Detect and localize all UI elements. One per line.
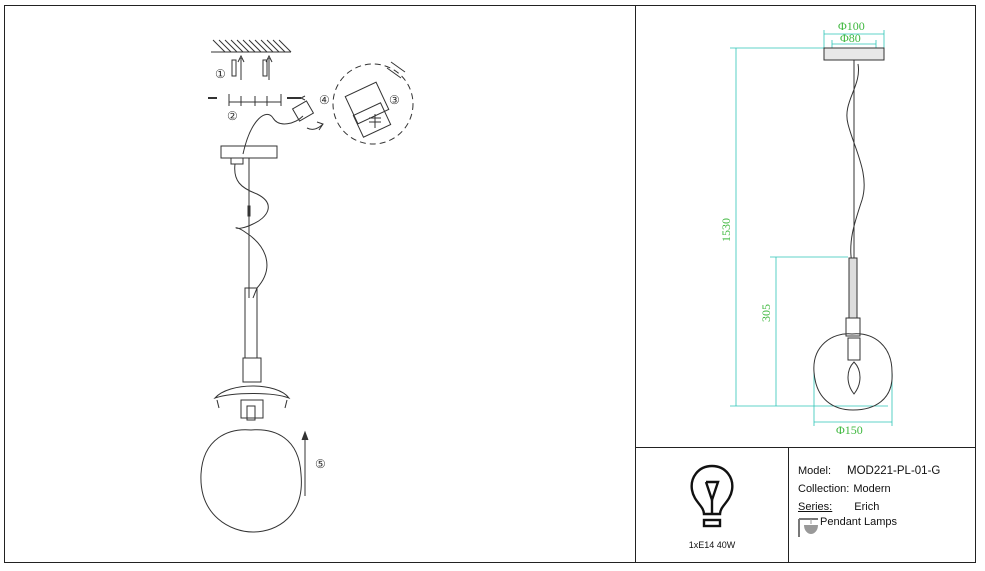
dim-shade-height: 305 [759,304,773,322]
step-3-label: ③ [389,93,400,107]
step-1-label: ① [215,67,226,81]
collection-key: Collection: [798,483,850,495]
category-value: Pendant Lamps [820,516,898,528]
dimension-drawing: Φ100 Φ80 1530 305 Φ150 [636,6,976,447]
series-key: Series: [798,501,833,513]
collection-value: Modern [853,483,891,495]
spec-category: Pendant Lamps [798,516,940,537]
dim-canopy-outer: Φ100 [838,19,865,33]
specs-list: Model: MOD221-PL-01-G Collection:Modern S… [798,462,940,537]
dimension-svg: Φ100 Φ80 1530 305 Φ150 [719,19,893,437]
installation-diagram: ① ② ③ ④ ⑤ [5,6,635,562]
step-5-label: ⑤ [315,457,326,471]
series-value: Erich [854,501,880,513]
dim-canopy-inner: Φ80 [840,31,861,45]
model-key: Model: [798,465,832,477]
installation-drawing: ① ② ③ ④ ⑤ [200,39,414,533]
pendant-lamp-icon [798,518,818,537]
spec-sheet: ① ② ③ ④ ⑤ [4,5,976,563]
model-value: MOD221-PL-01-G [847,465,941,477]
ceiling-hatch [211,39,292,53]
bulb-label: 1xE14 40W [688,540,736,550]
dim-total-height: 1530 [719,218,733,242]
step-4-label: ④ [319,93,330,107]
dim-shade-diameter: Φ150 [836,423,863,437]
bulb-spec: 1xE14 40W [636,448,789,563]
step-2-label: ② [227,109,238,123]
spec-collection: Collection:Modern [798,480,940,498]
product-info: 1xE14 40W Model: MOD221-PL-01-G Collectio… [636,447,976,563]
spec-series: Series: Erich [798,498,940,516]
spec-model: Model: MOD221-PL-01-G [798,462,940,480]
bulb-icon [690,464,734,528]
right-panel: Φ100 Φ80 1530 305 Φ150 1xE [635,6,976,563]
